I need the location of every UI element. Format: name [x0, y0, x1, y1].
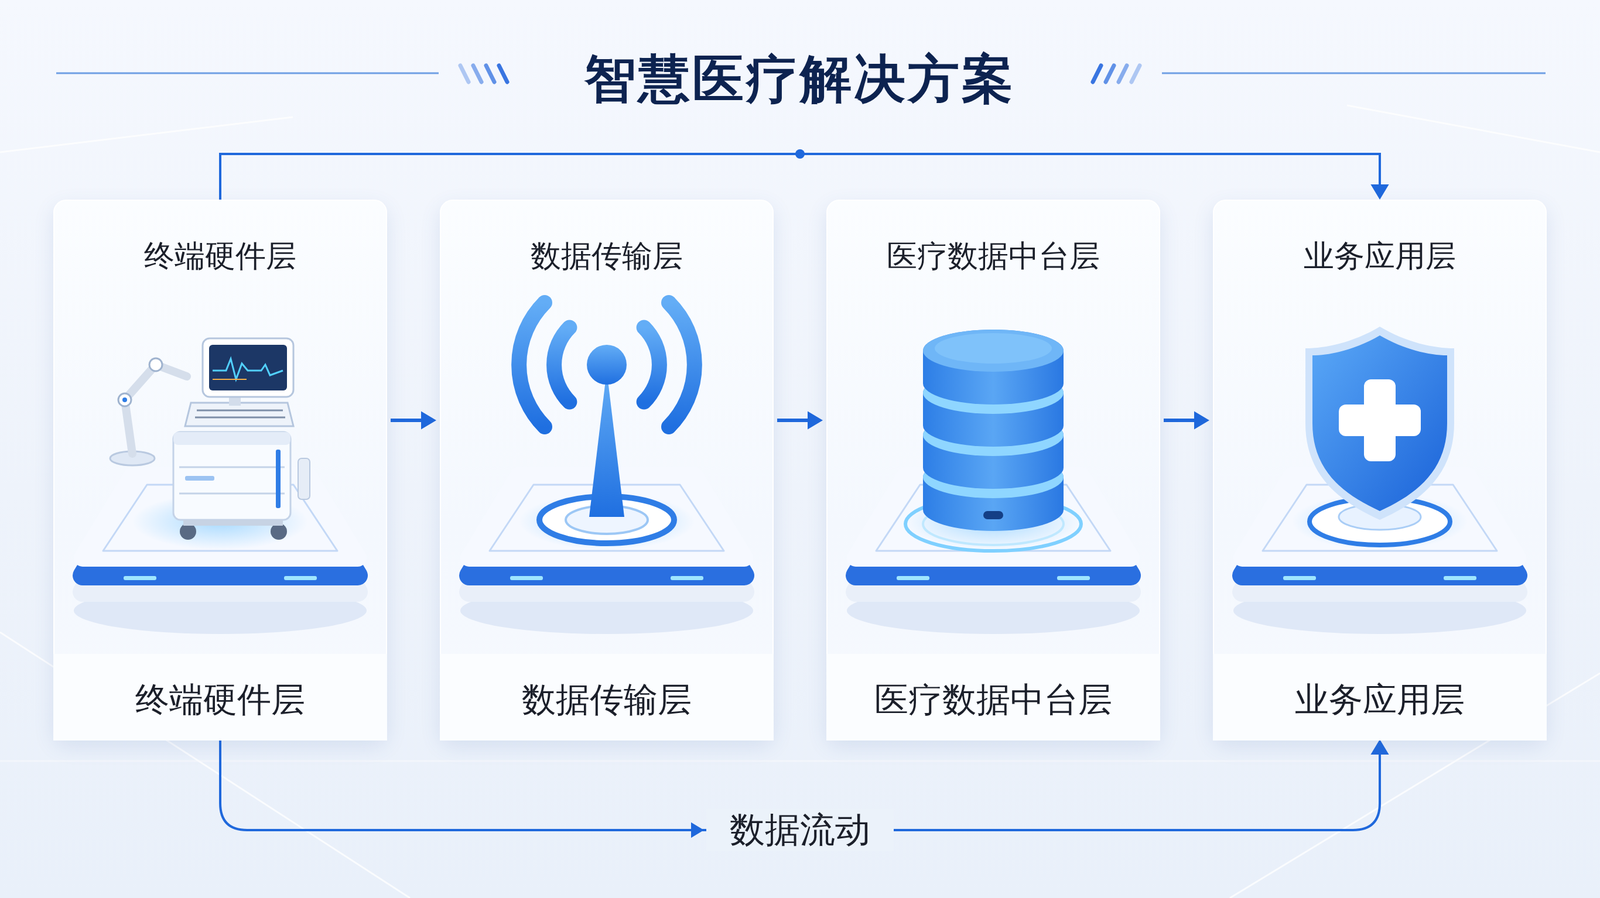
- illustration-shape: [934, 333, 1052, 364]
- database-illustration: [826, 200, 1161, 741]
- flow-line: [220, 154, 1380, 200]
- illustration-shape: [826, 654, 1161, 741]
- illustration-shape: [209, 344, 287, 391]
- junction-dot: [795, 149, 805, 159]
- flow-line: [1163, 418, 1196, 423]
- layer-card: 业务应用层业务应用层: [1212, 199, 1547, 740]
- illustration-shape: [179, 466, 285, 469]
- illustration-shape: [1161, 72, 1546, 75]
- illustration-shape: [56, 72, 439, 75]
- illustration-shape: [983, 511, 1004, 520]
- illustration-shape: [298, 458, 310, 500]
- illustration-shape: [118, 393, 132, 407]
- arrowhead: [1370, 184, 1389, 200]
- illustration-shape: [1105, 65, 1114, 82]
- antenna-illustration: [439, 200, 774, 741]
- layer-name: 医疗数据中台层: [827, 679, 1160, 721]
- layer-card: 终端硬件层终端硬件层: [53, 199, 388, 740]
- illustration-shape: [149, 358, 163, 372]
- illustration-shape: [202, 338, 294, 398]
- flow-connector: [1163, 411, 1210, 430]
- illustration-shape: [179, 493, 285, 495]
- illustration-shape: [922, 329, 1064, 372]
- layer-card: 数据传输层数据传输层: [439, 199, 774, 740]
- layer-heading: 医疗数据中台层: [827, 237, 1160, 275]
- illustration-shape: [173, 432, 291, 521]
- illustration-shape: [0, 117, 293, 153]
- illustration-shape: [0, 760, 1600, 763]
- arrowhead: [1370, 739, 1389, 755]
- illustration-shape: [196, 409, 283, 412]
- illustration-shape: [1092, 65, 1102, 82]
- antenna-head: [586, 344, 627, 385]
- shield-illustration: [1212, 200, 1547, 741]
- illustration-shape: [668, 302, 695, 427]
- illustration-shape: [53, 654, 388, 741]
- illustration-shape: [644, 327, 660, 402]
- illustration-shape: [122, 397, 128, 403]
- illustration-shape: [195, 416, 286, 419]
- layer-name: 业务应用层: [1214, 679, 1546, 721]
- shield-icon: [1305, 326, 1455, 521]
- illustration-shape: [195, 410, 286, 418]
- illustration-shape: [1305, 326, 1455, 521]
- layer-heading: 业务应用层: [1214, 237, 1546, 275]
- illustration-shape: [498, 65, 508, 82]
- arrowhead: [1194, 411, 1210, 430]
- illustration-shape: [486, 65, 495, 82]
- illustration-shape: [518, 302, 545, 427]
- flow-connector: [220, 149, 1390, 200]
- illustration-shape: [1346, 105, 1600, 153]
- illustration-shape: [185, 476, 215, 481]
- flow-connector: [390, 411, 437, 430]
- illustration-shape: [922, 329, 1064, 405]
- title: 智慧医疗解决方案: [0, 48, 1600, 111]
- hardware-illustration: [53, 200, 388, 741]
- database-cylinder: [922, 329, 1064, 532]
- illustration-shape: [212, 359, 283, 380]
- antenna-mast: [589, 370, 625, 518]
- flow-connector: [777, 411, 823, 430]
- arrowhead: [807, 411, 823, 430]
- illustration-shape: [473, 65, 482, 82]
- illustration-shape: [0, 632, 410, 898]
- layer-heading: 终端硬件层: [54, 237, 386, 275]
- illustration-shape: [1312, 335, 1448, 512]
- flow-line: [777, 418, 809, 423]
- flow-line: [390, 418, 423, 423]
- illustration-shape: [212, 378, 247, 381]
- arrowhead: [421, 411, 437, 430]
- illustration-shape: [185, 402, 294, 427]
- illustration-shape: [173, 432, 291, 446]
- flow-label: 数据流动: [706, 809, 894, 852]
- layer-card: 医疗数据中台层医疗数据中台层: [826, 199, 1161, 740]
- illustration-shape: [1212, 654, 1547, 741]
- illustration-shape: [439, 654, 774, 741]
- illustration-shape: [1131, 65, 1140, 82]
- illustration-shape: [554, 327, 570, 402]
- illustration-shape: [179, 523, 197, 540]
- layer-heading: 数据传输层: [440, 237, 773, 275]
- arrowhead: [691, 822, 704, 839]
- illustration-shape: [275, 449, 281, 509]
- illustration-shape: [1118, 65, 1127, 82]
- illustration-shape: [460, 65, 469, 82]
- layer-name: 数据传输层: [440, 679, 773, 721]
- illustration-shape: [1338, 404, 1421, 437]
- medical-cart: [173, 338, 310, 540]
- illustration-shape: [270, 523, 287, 540]
- background-lines: [0, 105, 1600, 898]
- illustration-shape: [183, 520, 283, 526]
- layer-name: 终端硬件层: [54, 679, 386, 721]
